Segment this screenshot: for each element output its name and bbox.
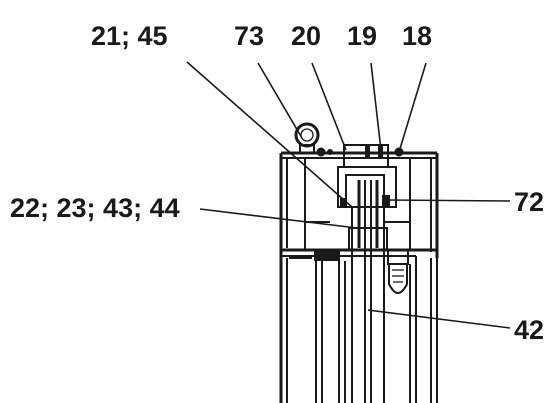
label-73: 73 — [234, 21, 264, 51]
label-42: 42 — [514, 315, 544, 345]
leader-22-23-43-44 — [199, 208, 358, 229]
central-rod — [348, 180, 388, 403]
leader-19 — [370, 62, 382, 151]
leader-20 — [311, 62, 347, 151]
label-19: 19 — [347, 21, 377, 51]
leader-18 — [398, 62, 427, 153]
lower-members — [286, 256, 438, 403]
middle-beam — [281, 248, 437, 261]
leader-73 — [257, 62, 303, 139]
inner-carriage — [337, 166, 397, 208]
label-20: 20 — [291, 21, 321, 51]
lifting-eye — [294, 122, 320, 154]
leader-lines — [186, 61, 511, 329]
leader-42 — [367, 309, 511, 329]
label-18: 18 — [402, 21, 432, 51]
label-21-45: 21; 45 — [91, 21, 168, 51]
label-72: 72 — [514, 187, 544, 217]
mechanism — [279, 122, 439, 403]
upper-housing — [279, 153, 439, 403]
leader-72 — [385, 199, 511, 202]
bottom-bolt — [387, 249, 409, 294]
label-22-23-43-44: 22; 23; 43; 44 — [10, 193, 180, 223]
leader-21-45 — [186, 61, 353, 208]
